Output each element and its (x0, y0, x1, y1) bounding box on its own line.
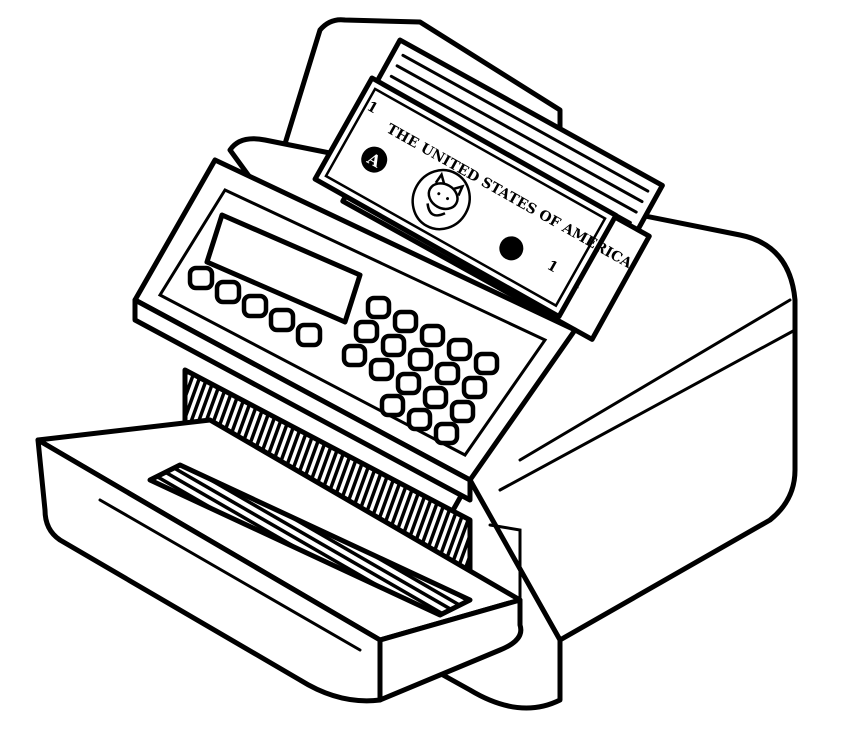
keypad-button[interactable] (368, 357, 395, 382)
keypad-button[interactable] (433, 421, 460, 446)
keypad-button[interactable] (395, 371, 422, 396)
function-button[interactable] (187, 265, 215, 291)
keypad-button[interactable] (365, 295, 392, 320)
keypad-button[interactable] (434, 361, 461, 386)
treasury-seal (499, 236, 524, 261)
keypad-button[interactable] (407, 347, 434, 372)
seal-circle (361, 146, 388, 173)
keypad-button[interactable] (461, 375, 488, 400)
keypad-button[interactable] (392, 309, 419, 334)
function-button[interactable] (268, 307, 296, 333)
function-button[interactable] (295, 322, 323, 348)
keypad-button[interactable] (422, 385, 449, 410)
keypad (341, 295, 500, 446)
keypad-button[interactable] (473, 351, 500, 376)
function-button[interactable] (214, 279, 242, 305)
function-button[interactable] (241, 293, 269, 319)
display-screen (204, 212, 363, 325)
keypad-button[interactable] (353, 319, 380, 344)
kitty-portrait-icon (426, 171, 465, 217)
keypad-button[interactable] (341, 343, 368, 368)
keypad-button[interactable] (419, 323, 446, 348)
keypad-button[interactable] (379, 393, 406, 418)
keypad-button[interactable] (380, 333, 407, 358)
function-buttons (187, 265, 323, 348)
keypad-button[interactable] (406, 407, 433, 432)
keypad-button[interactable] (449, 399, 476, 424)
output-tray (35, 417, 524, 704)
keypad-button[interactable] (446, 337, 473, 362)
